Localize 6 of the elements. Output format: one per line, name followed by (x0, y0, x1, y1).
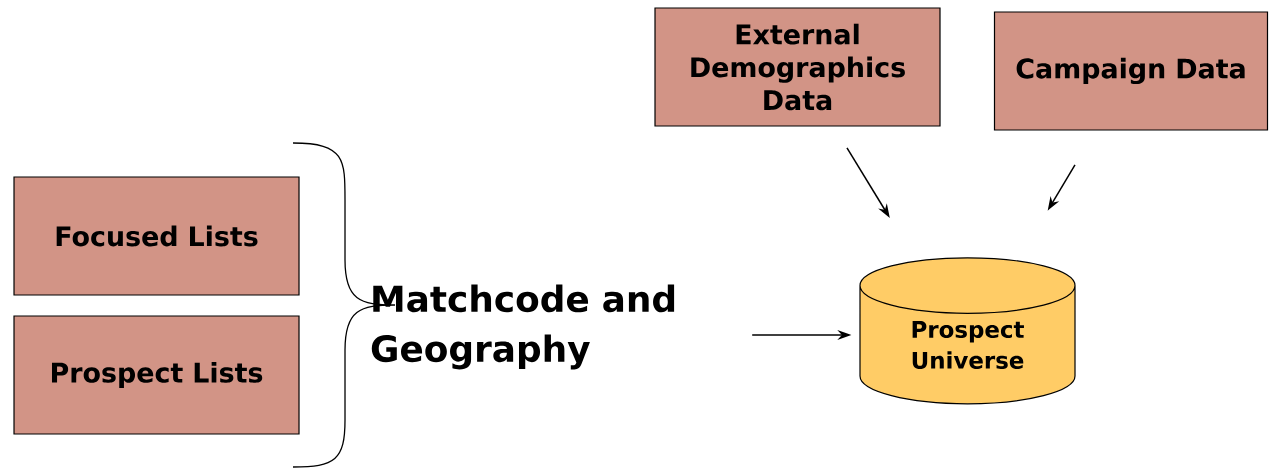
database-cylinder: Prospect Universe (859, 257, 1076, 405)
process-label: Matchcode and Geography (371, 284, 675, 370)
data-box: Prospect Lists (13, 315, 300, 435)
data-box: Focused Lists (13, 176, 300, 296)
data-box: Campaign Data (993, 11, 1269, 131)
data-box: External Demographics Data (654, 7, 941, 127)
